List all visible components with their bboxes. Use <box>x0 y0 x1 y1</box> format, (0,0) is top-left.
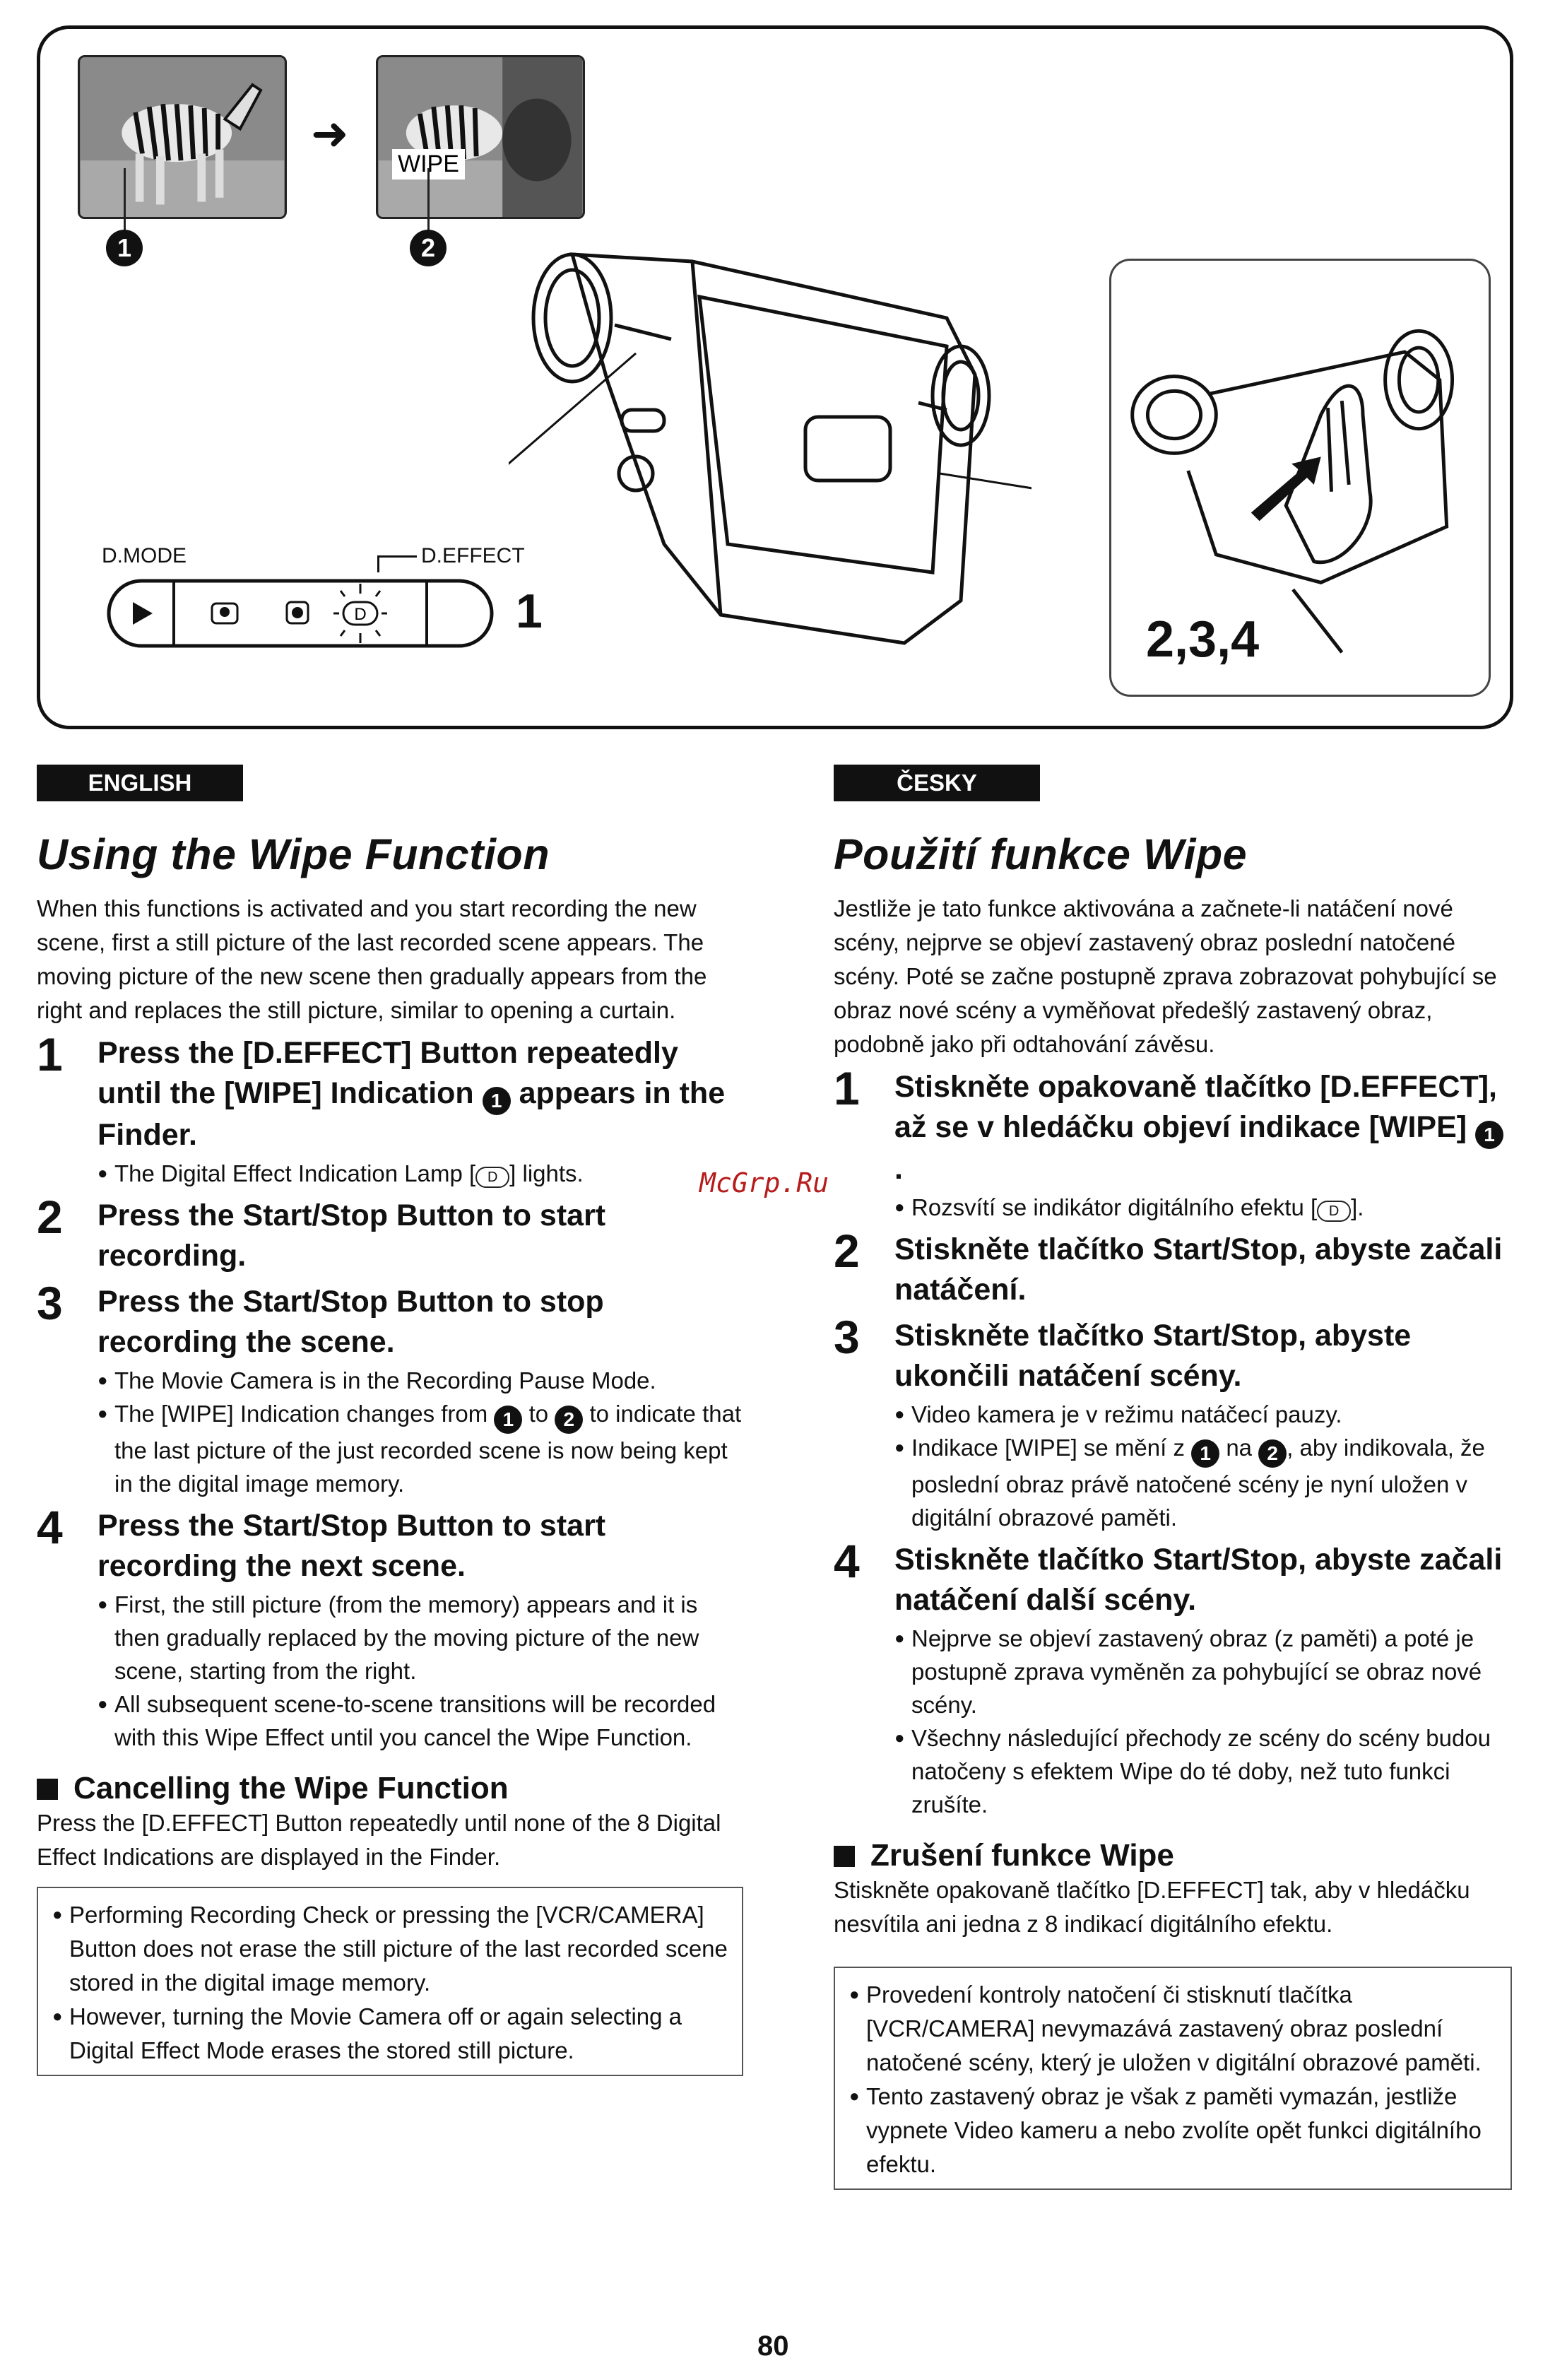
list-item: Tento zastavený obraz je však z paměti v… <box>849 2080 1496 2181</box>
illustration-panel <box>37 25 1513 729</box>
list-item: Video kamera je v režimu natáčecí pauzy. <box>894 1398 1512 1431</box>
watermark: McGrp.Ru <box>699 1167 829 1198</box>
list-item: Všechny následující přechody ze scény do… <box>894 1721 1512 1821</box>
list-item: Performing Recording Check or pressing t… <box>52 1898 728 2000</box>
callout-1: 1 <box>106 230 143 266</box>
step-number: 2 <box>37 1191 63 1243</box>
step-notes: Nejprve se objeví zastavený obraz (z pam… <box>894 1622 1512 1821</box>
callout-2: 2 <box>410 230 447 266</box>
step-title: Press the [D.EFFECT] Button repeatedly u… <box>97 1036 726 1152</box>
cancel-heading-english: Cancelling the Wipe Function <box>37 1771 743 1806</box>
step-4-english: 4 Press the Start/Stop Button to start r… <box>37 1501 743 1754</box>
list-item: Nejprve se objeví zastavený obraz (z pam… <box>894 1622 1512 1721</box>
step-title: Stiskněte tlačítko Start/Stop, abyste za… <box>894 1232 1503 1307</box>
deffect-leader <box>377 555 417 572</box>
intro-paragraph-english: When this functions is activated and you… <box>37 895 707 1023</box>
cancel-text-english: Press the [D.EFFECT] Button repeatedly u… <box>37 1810 721 1870</box>
step-2-english: 2 Press the Start/Stop Button to start r… <box>37 1191 743 1276</box>
d-lamp-icon: D <box>1317 1201 1352 1222</box>
step-1-label: 1 <box>516 584 543 638</box>
dmode-label: D.MODE <box>102 544 187 567</box>
deffect-label: D.EFFECT <box>421 544 525 567</box>
note-box-czech: Provedení kontroly natočení či stisknutí… <box>834 1967 1512 2190</box>
callout-2-icon: 2 <box>1258 1439 1287 1468</box>
list-item: Provedení kontroly natočení či stisknutí… <box>849 1978 1496 2080</box>
still-picture-thumbnail <box>78 55 287 219</box>
callout-2-leader <box>427 168 430 232</box>
dial-d-glyph: D <box>354 605 366 624</box>
arrow-right-icon: ➜ <box>311 108 349 160</box>
step-number: 2 <box>834 1225 860 1277</box>
step-4-czech: 4 Stiskněte tlačítko Start/Stop, abyste … <box>834 1535 1512 1821</box>
step-3-english: 3 Press the Start/Stop Button to stop re… <box>37 1277 743 1500</box>
step-number: 1 <box>834 1062 860 1114</box>
callout-2-icon: 2 <box>555 1406 584 1434</box>
step-title: Press the Start/Stop Button to start rec… <box>97 1198 606 1273</box>
step-2-czech: 2 Stiskněte tlačítko Start/Stop, abyste … <box>834 1225 1512 1310</box>
intro-paragraph-czech: Jestliže je tato funkce aktivována a zač… <box>834 895 1497 1057</box>
zebra-scene-image <box>80 57 285 217</box>
step-1-czech: 1 Stiskněte opakovaně tlačítko [D.EFFECT… <box>834 1062 1512 1224</box>
callout-1-icon: 1 <box>494 1406 523 1434</box>
language-tag-czech: ČESKY <box>834 765 1040 801</box>
page-number: 80 <box>757 2331 789 2362</box>
step-number: 1 <box>37 1028 63 1080</box>
callout-1-icon: 1 <box>1191 1439 1220 1468</box>
step-notes: Rozsvítí se indikátor digitálního efektu… <box>894 1191 1512 1224</box>
step-number: 3 <box>37 1277 63 1329</box>
list-item: First, the still picture (from the memor… <box>97 1588 743 1687</box>
step-number: 4 <box>834 1535 860 1587</box>
square-bullet-icon <box>37 1779 58 1800</box>
note-box-english: Performing Recording Check or pressing t… <box>37 1887 743 2076</box>
play-icon <box>133 602 153 625</box>
list-item: The Movie Camera is in the Recording Pau… <box>97 1364 743 1397</box>
camcorder-icon <box>509 252 1031 645</box>
mode-selector-icon: D <box>107 579 494 648</box>
step-3-czech: 3 Stiskněte tlačítko Start/Stop, abyste … <box>834 1311 1512 1534</box>
step-notes: The Digital Effect Indication Lamp [D] l… <box>97 1157 743 1190</box>
step-title: Stiskněte tlačítko Start/Stop, abyste za… <box>894 1543 1503 1617</box>
camcorder-illustration <box>509 233 1031 657</box>
list-item: The Digital Effect Indication Lamp [D] l… <box>97 1157 743 1190</box>
hand-holding-camcorder-icon <box>1130 329 1455 654</box>
step-notes: Video kamera je v režimu natáčecí pauzy.… <box>894 1398 1512 1534</box>
english-column: ENGLISH Using the Wipe Function When thi… <box>37 765 743 2076</box>
step-title: Stiskněte tlačítko Start/Stop, abyste uk… <box>894 1319 1412 1393</box>
hand-operation-illustration <box>1109 259 1491 697</box>
wipe-picture-thumbnail: WIPE <box>376 55 585 219</box>
square-bullet-icon <box>834 1846 855 1867</box>
dmode-dial-illustration: D <box>106 578 495 649</box>
list-item: However, turning the Movie Camera off or… <box>52 2000 728 2068</box>
callout-1-icon: 1 <box>482 1087 511 1115</box>
d-lamp-icon: D <box>475 1167 510 1188</box>
list-item: Indikace [WIPE] se mění z 1 na 2, aby in… <box>894 1431 1512 1534</box>
callout-1-icon: 1 <box>1475 1121 1504 1149</box>
list-item: All subsequent scene-to-scene transition… <box>97 1687 743 1754</box>
steps-2-3-4-label: 2,3,4 <box>1146 611 1260 668</box>
cancel-heading-czech: Zrušení funkce Wipe <box>834 1838 1512 1873</box>
step-title: Stiskněte opakovaně tlačítko [D.EFFECT],… <box>894 1067 1512 1189</box>
list-item: The [WIPE] Indication changes from 1 to … <box>97 1397 743 1500</box>
list-item: Rozsvítí se indikátor digitálního efektu… <box>894 1191 1512 1224</box>
czech-column: ČESKY Použití funkce Wipe Jestliže je ta… <box>834 765 1512 2190</box>
step-notes: The Movie Camera is in the Recording Pau… <box>97 1364 743 1500</box>
step-title: Press the Start/Stop Button to start rec… <box>97 1509 606 1583</box>
callout-1-leader <box>124 168 126 232</box>
step-number: 3 <box>834 1311 860 1363</box>
language-tag-english: ENGLISH <box>37 765 243 801</box>
step-number: 4 <box>37 1501 63 1553</box>
step-notes: First, the still picture (from the memor… <box>97 1588 743 1754</box>
wipe-transition-image <box>378 57 583 217</box>
cancel-text-czech: Stiskněte opakovaně tlačítko [D.EFFECT] … <box>834 1877 1470 1937</box>
page-title-czech: Použití funkce Wipe <box>834 830 1248 878</box>
step-1-english: 1 Press the [D.EFFECT] Button repeatedly… <box>37 1028 743 1190</box>
step-title: Press the Start/Stop Button to stop reco… <box>97 1285 604 1359</box>
page-title-english: Using the Wipe Function <box>37 830 550 878</box>
